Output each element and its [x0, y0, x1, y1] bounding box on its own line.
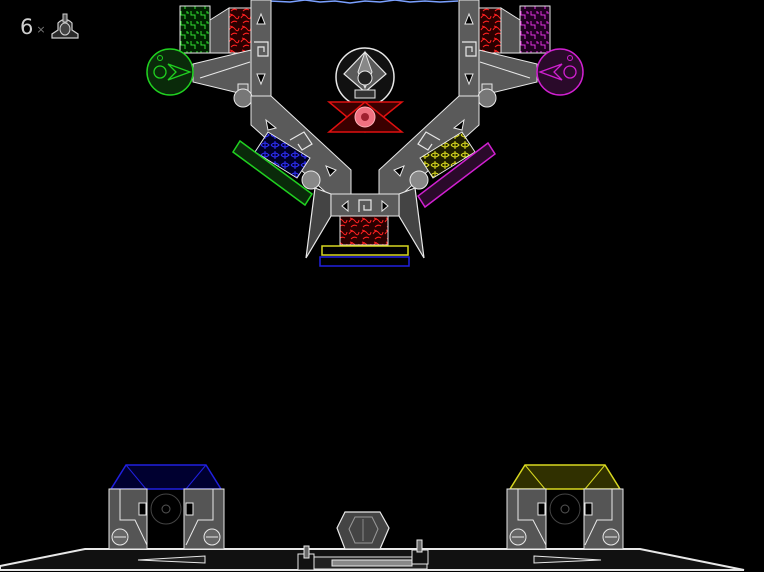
left-green-shield — [231, 139, 314, 207]
blue-bar — [319, 256, 410, 267]
right-bunker — [506, 464, 624, 550]
right-bunker-roof — [508, 464, 622, 490]
lives-multiplier: × — [36, 22, 46, 36]
ship-icon — [50, 13, 79, 39]
boss-core-emitter — [326, 101, 405, 133]
boss-left-diagonal — [231, 95, 352, 207]
yellow-bar — [321, 245, 409, 256]
boss-right-diagonal — [378, 95, 497, 209]
lives-count: 6 — [20, 15, 34, 39]
boss-head — [335, 47, 395, 107]
left-turret — [233, 88, 253, 108]
rail-turret-right — [411, 539, 429, 565]
lightning-beam — [269, 0, 459, 4]
left-bunker — [108, 464, 225, 550]
player-ship — [336, 511, 390, 550]
boss-right-column — [458, 0, 551, 106]
boss — [146, 0, 584, 267]
player-rail — [297, 539, 429, 571]
right-turret — [477, 88, 497, 108]
left-bunker-roof — [109, 464, 223, 490]
hud: 6 × — [20, 12, 81, 42]
boss-left-arm — [146, 48, 253, 108]
boss-lower-core — [305, 187, 425, 267]
rail-turret-left — [297, 545, 315, 571]
right-magenta-shield — [416, 141, 497, 209]
boss-right-arm — [477, 48, 584, 108]
